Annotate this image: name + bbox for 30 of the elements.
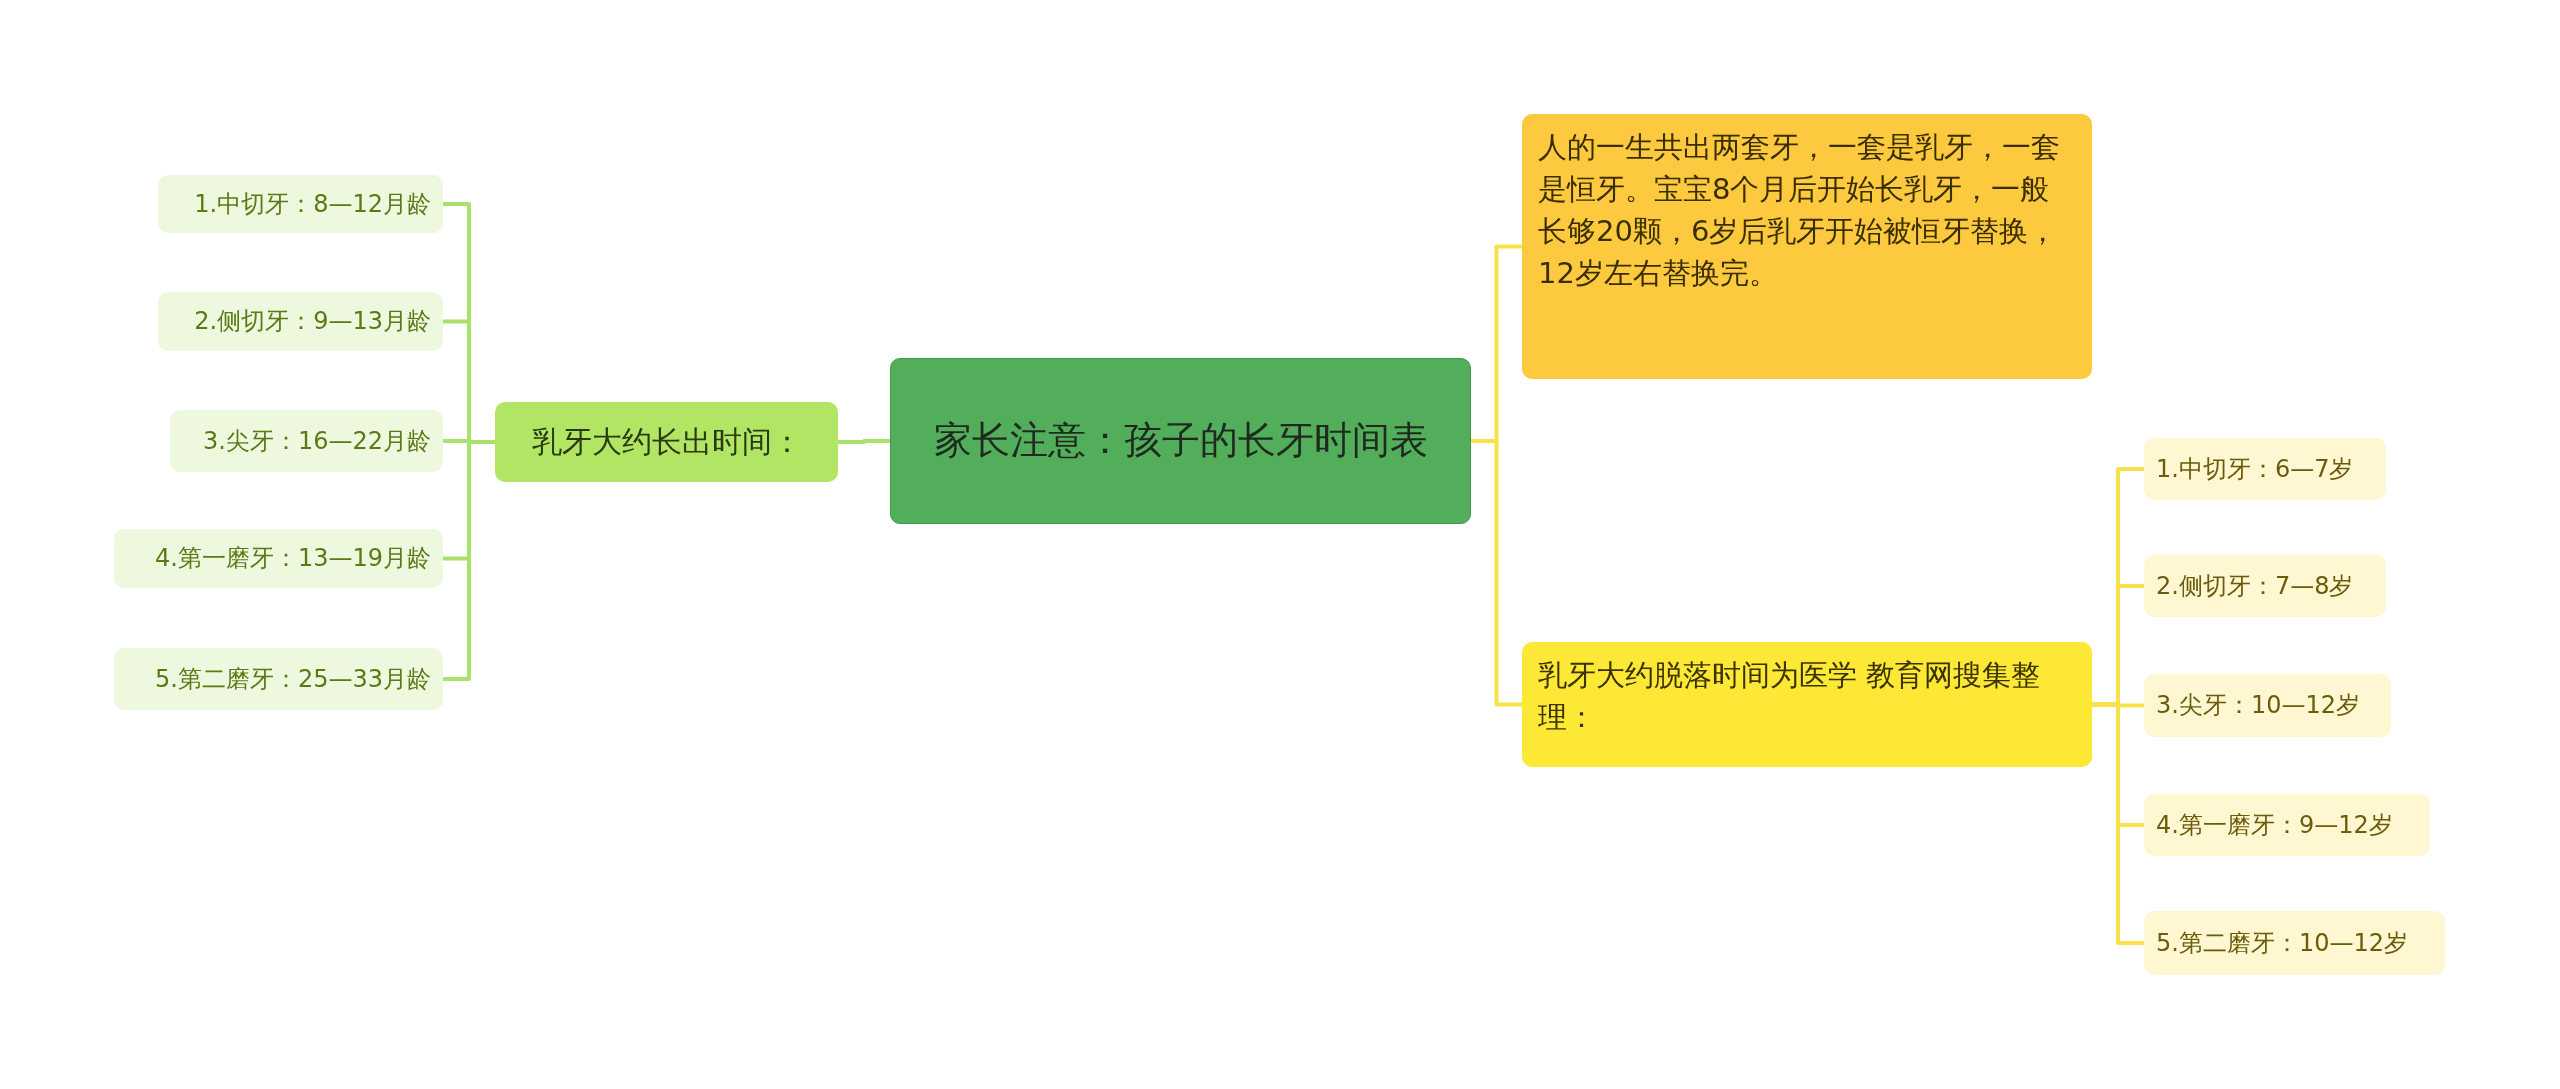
leaf-topic-box [170,410,443,472]
topic-text: 5.第二磨牙：10—12岁 [2156,927,2408,959]
topic-text: 人的一生共出两套牙，一套是乳牙，一套是恒牙。宝宝8个月后开始长乳牙，一般长够20颗，6岁后乳牙开始被恒牙替换，12岁左右替换完。 [1538,129,2061,293]
topic-text: 1.中切牙：8—12月龄 [194,188,431,220]
leaf-topic-box [114,648,443,710]
leaf-topic-box [2144,911,2445,975]
topic-text: 乳牙大约脱落时间为医学 教育网搜集整理： [1538,657,2042,737]
branch-connector [838,439,890,444]
topic-text: 家长注意：孩子的长牙时间表 [933,417,1428,465]
topic-text: 2.侧切牙：7—8岁 [2156,570,2354,602]
branch-topic-box [495,402,838,482]
note-box [1522,114,2092,379]
leaf-topic-box [2144,438,2386,500]
leaf-topic-box [158,175,443,233]
branch-connector [2092,702,2144,945]
central-topic-box [890,358,1471,524]
topic-text: 1.中切牙：6—7岁 [2156,453,2354,485]
branch-topic-box [1522,642,2092,767]
topic-text: 3.尖牙：10—12岁 [2156,690,2360,722]
topic-text: 4.第一磨牙：13—19月龄 [155,543,431,575]
topic-text: 4.第一磨牙：9—12岁 [2156,809,2393,841]
leaf-topic-box [2144,555,2386,617]
topic-text: 乳牙大约长出时间： [531,423,802,462]
leaf-topic-box [2144,674,2391,737]
leaf-topic-box [114,529,443,588]
leaf-topic-box [2144,794,2430,856]
leaf-topic-box [158,292,443,351]
topic-text: 2.侧切牙：9—13月龄 [194,306,431,338]
topic-text: 3.尖牙：16—22月龄 [203,425,431,457]
topic-text: 5.第二磨牙：25—33月龄 [155,663,431,695]
